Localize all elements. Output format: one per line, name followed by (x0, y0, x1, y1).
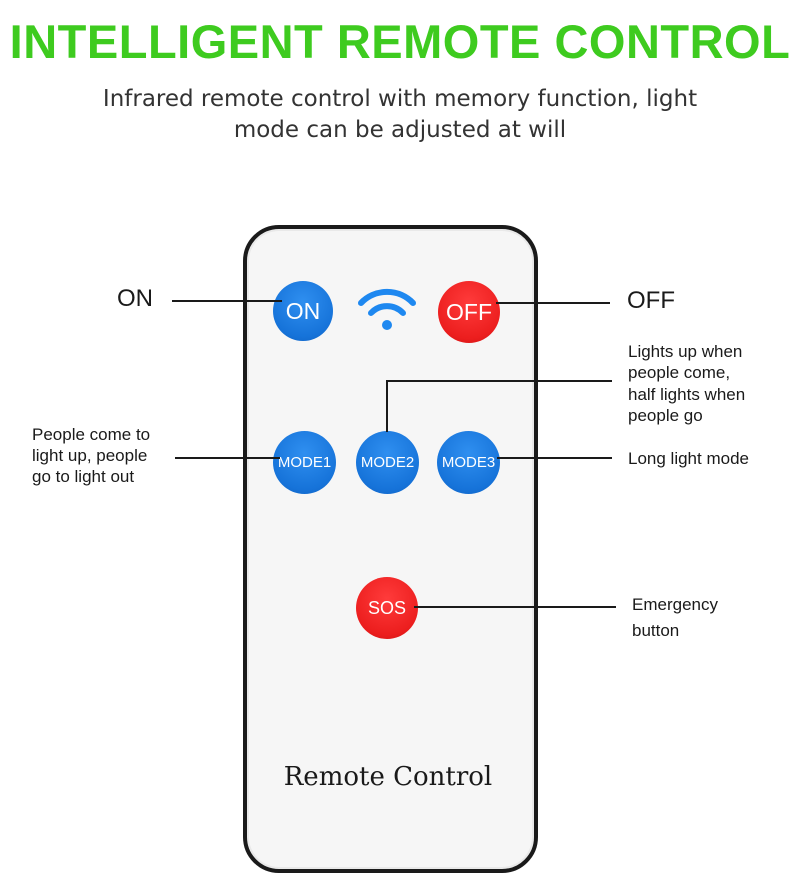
mode2-annotation-line-4: people go (628, 406, 703, 425)
mode3-annotation: Long light mode (628, 449, 749, 468)
on-annotation: ON (117, 285, 153, 312)
mode2-annotation-line-2: people come, (628, 363, 731, 382)
remote-brand-label: Remote Control (283, 762, 493, 792)
mode1-annotation-line-3: go to light out (32, 467, 135, 486)
mode3-leader-line (497, 457, 612, 459)
sos-annotation-line-1: Emergency (632, 595, 718, 614)
mode2-annotation-line-1: Lights up when (628, 342, 743, 361)
off-annotation: OFF (627, 287, 675, 314)
mode3-button[interactable]: MODE3 (437, 431, 500, 494)
mode1-annotation-line-2: light up, people (32, 446, 148, 465)
on-button[interactable]: ON (273, 281, 333, 341)
off-leader-line (496, 302, 610, 304)
mode2-leader-horizontal (386, 380, 612, 382)
mode1-annotation-line-1: People come to (32, 425, 151, 444)
off-button[interactable]: OFF (438, 281, 500, 343)
sos-button[interactable]: SOS (356, 577, 418, 639)
sos-leader-line (414, 606, 616, 608)
mode2-button[interactable]: MODE2 (356, 431, 419, 494)
mode1-button[interactable]: MODE1 (273, 431, 336, 494)
subtitle-line-2: mode can be adjusted at will (233, 117, 567, 143)
mode1-leader-line (175, 457, 280, 459)
mode2-leader-vertical (386, 380, 388, 432)
page-title: INTELLIGENT REMOTE CONTROL (9, 15, 791, 68)
sos-annotation-line-2: button (632, 621, 680, 640)
subtitle-line-1: Infrared remote control with memory func… (102, 86, 698, 112)
on-leader-line (172, 300, 282, 302)
mode2-annotation-line-3: half lights when (628, 385, 746, 404)
wifi-signal-icon (358, 288, 416, 330)
